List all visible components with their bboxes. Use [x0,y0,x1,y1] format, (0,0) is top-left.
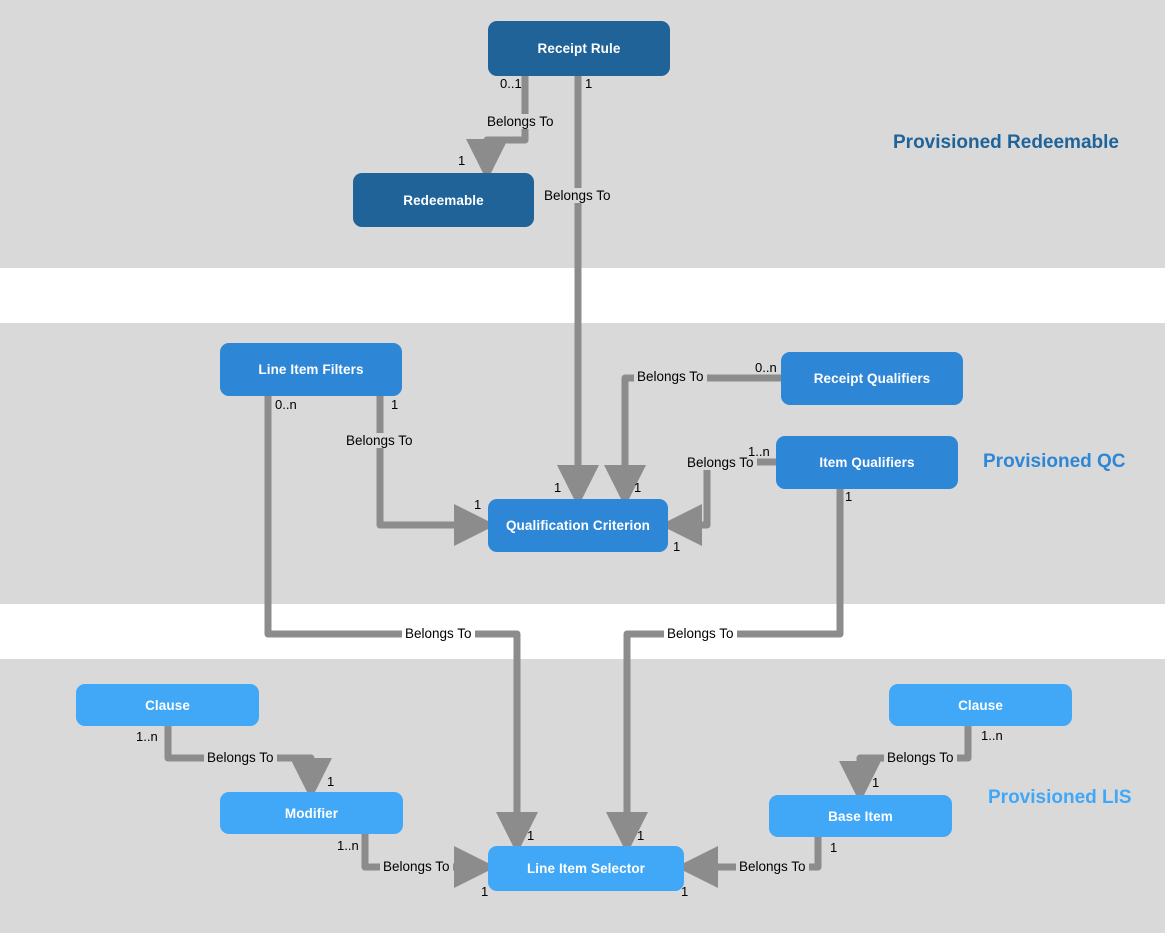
node-clause-right[interactable]: Clause [889,684,1072,726]
cardinality-card-lis-top-r: 1 [637,828,645,843]
wire-line-item-filters-to-qualification [376,396,496,546]
cardinality-card-rq-0n: 0..n [755,360,777,375]
node-qualification-criterion[interactable]: Qualification Criterion [488,499,668,552]
edge-label-lbl-rr-redeemable: Belongs To [484,114,557,129]
wire-receipt-qualifiers-to-qualification [604,374,781,507]
edge-label-lbl-base-lis: Belongs To [736,859,809,874]
edge-label-lbl-lif-lis: Belongs To [402,626,475,641]
cardinality-card-rr-out-1: 1 [585,76,593,91]
edge-label-lbl-iq-qc: Belongs To [684,455,757,470]
node-redeemable[interactable]: Redeemable [353,173,534,227]
cardinality-card-rr-out-01: 0..1 [500,76,522,91]
node-item-qualifiers[interactable]: Item Qualifiers [776,436,958,489]
edge-label-lbl-clauseL-mod: Belongs To [204,750,277,765]
wire-line-item-filters-to-selector [264,396,538,854]
edge-label-lbl-clauseR-base: Belongs To [884,750,957,765]
band-title-redeemable: Provisioned Redeemable [893,132,1119,153]
band-title-lis: Provisioned LIS [988,787,1132,808]
band-qc [0,323,1165,604]
cardinality-card-qc-right: 1 [673,539,681,554]
cardinality-card-lis-top-l: 1 [527,828,535,843]
cardinality-card-mod-1n: 1..n [337,838,359,853]
cardinality-card-iq-1n: 1..n [748,444,770,459]
cardinality-card-red-in-1: 1 [458,153,466,168]
band-title-qc: Provisioned QC [983,451,1126,472]
cardinality-card-qc-left: 1 [474,497,482,512]
cardinality-card-mod-in-1: 1 [327,774,335,789]
cardinality-card-iq-down-1: 1 [845,489,853,504]
edge-label-lbl-iq-lis: Belongs To [664,626,737,641]
node-receipt-qualifiers[interactable]: Receipt Qualifiers [781,352,963,405]
node-receipt-rule[interactable]: Receipt Rule [488,21,670,76]
cardinality-card-qc-top-l: 1 [554,480,562,495]
cardinality-card-clauseL-1n: 1..n [136,729,158,744]
cardinality-card-lis-right: 1 [681,884,689,899]
edge-label-lbl-rq-qc: Belongs To [634,369,707,384]
cardinality-card-lif-1: 1 [391,397,399,412]
wire-receipt-rule-to-redeemable [466,76,529,181]
node-base-item[interactable]: Base Item [769,795,952,837]
edge-label-lbl-rr-qc: Belongs To [541,188,614,203]
cardinality-card-base-in-1: 1 [872,775,880,790]
node-modifier[interactable]: Modifier [220,792,403,834]
cardinality-card-base-1: 1 [830,840,838,855]
cardinality-card-clauseR-1n: 1..n [981,728,1003,743]
wire-item-qualifiers-to-qualification [660,458,776,546]
cardinality-card-qc-top-r: 1 [634,480,642,495]
node-line-item-filters[interactable]: Line Item Filters [220,343,402,396]
cardinality-card-lis-left: 1 [481,884,489,899]
node-line-item-selector[interactable]: Line Item Selector [488,846,684,891]
edge-label-lbl-lif-qc: Belongs To [343,433,416,448]
cardinality-card-lif-0n: 0..n [275,397,297,412]
node-clause-left[interactable]: Clause [76,684,259,726]
edge-label-lbl-mod-lis: Belongs To [380,859,453,874]
